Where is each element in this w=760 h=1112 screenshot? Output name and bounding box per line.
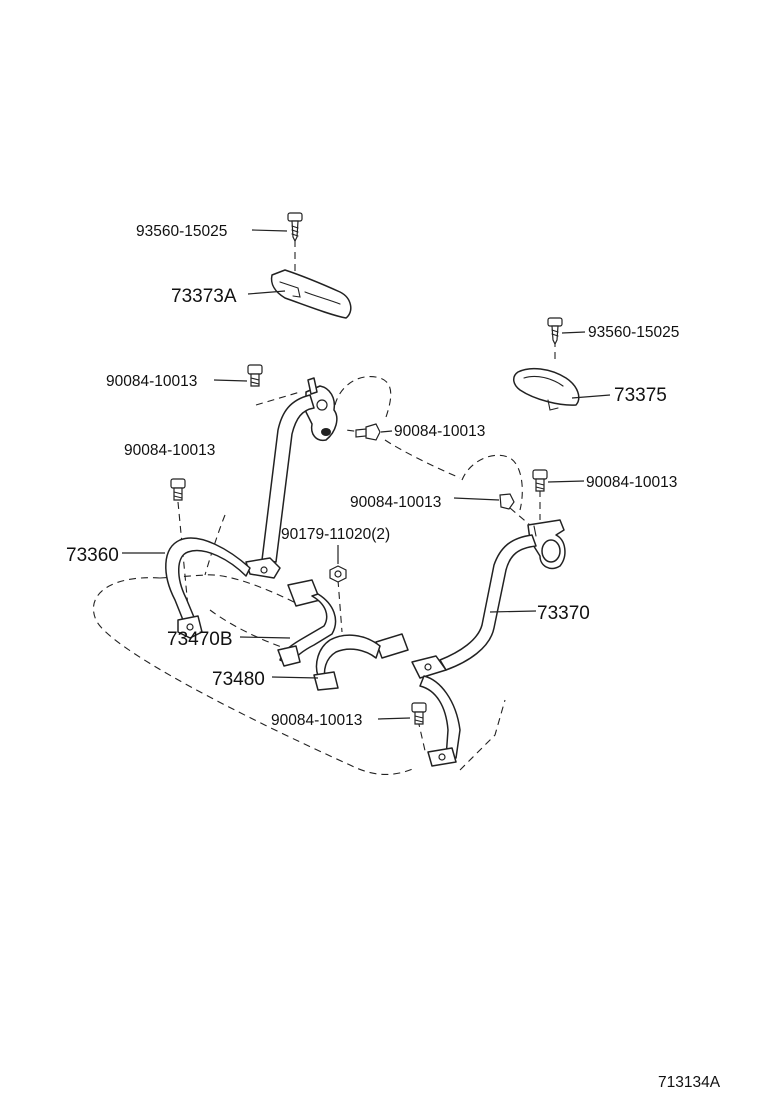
- buckle-73480: [313, 633, 409, 691]
- label-bolt-bottom: 90084-10013: [271, 712, 362, 729]
- screw-icon: [287, 212, 303, 243]
- label-belt-73360: 73360: [66, 545, 119, 566]
- label-buckle-73480: 73480: [212, 669, 265, 690]
- screw-icon: [547, 317, 563, 346]
- label-bolt-left: 90084-10013: [124, 442, 215, 459]
- label-bolt-right: 90084-10013: [586, 474, 677, 491]
- part-labels: 93560-15025 73373A 93560-15025 73375 900…: [66, 223, 721, 1091]
- label-buckle-73470b: 73470B: [167, 629, 233, 650]
- bolt-icon: [499, 493, 515, 510]
- fastener-axis-lines: [177, 240, 556, 756]
- bolt-icon: [411, 702, 427, 725]
- belt-cover-73373a: [270, 269, 352, 319]
- label-screw-top: 93560-15025: [136, 223, 227, 240]
- bolt-icon: [170, 478, 186, 501]
- label-cover-73375: 73375: [614, 385, 667, 406]
- label-belt-73370: 73370: [537, 603, 590, 624]
- seat-belt-left-73360: [165, 377, 338, 639]
- belt-cover-73375: [513, 367, 580, 411]
- diagram-id: 713134A: [658, 1074, 721, 1091]
- label-bolt-upper-left: 90084-10013: [106, 373, 197, 390]
- label-nut-center: 90179-11020(2): [281, 526, 390, 543]
- bolt-icon: [355, 423, 381, 441]
- seat-outline: [92, 376, 523, 776]
- nut-icon: [329, 565, 347, 583]
- seat-belt-right-73370: [411, 519, 566, 767]
- label-cover-73373a: 73373A: [171, 286, 237, 307]
- buckle-73470b: [277, 579, 337, 667]
- label-bolt-center: 90084-10013: [394, 423, 485, 440]
- bolt-icon: [532, 469, 548, 492]
- label-screw-right: 93560-15025: [588, 324, 679, 341]
- label-bolt-right-inner: 90084-10013: [350, 494, 441, 511]
- bolt-icon: [247, 364, 263, 387]
- leader-lines: [122, 229, 611, 720]
